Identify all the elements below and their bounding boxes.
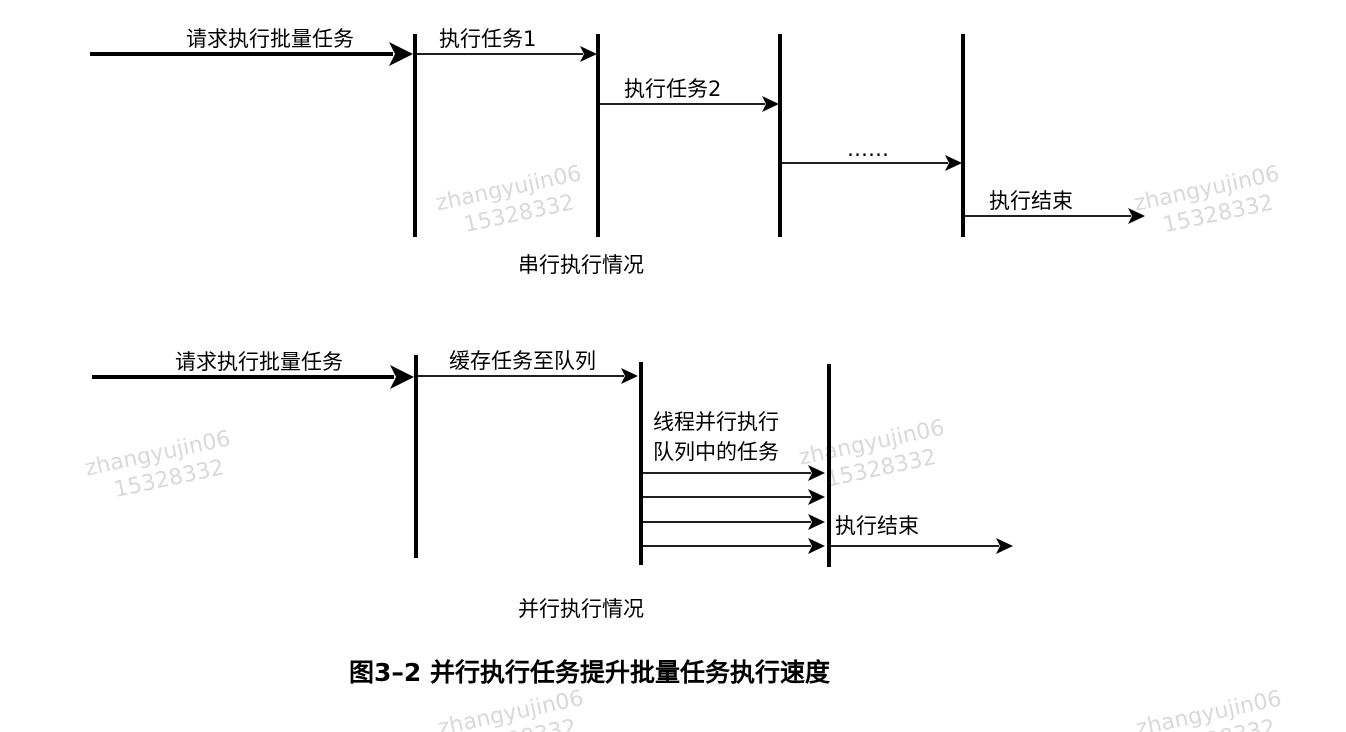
parallel-caption: 并行执行情况 <box>518 597 644 621</box>
parallel-thread-label-line1: 线程并行执行 <box>653 410 779 434</box>
watermark: zhangyujin06 15328332 <box>436 686 586 732</box>
arrow-head-icon <box>389 42 413 66</box>
parallel-diagram: 请求执行批量任务 缓存任务至队列 线程并行执行 队列中的任务 执行结束 并行执行… <box>92 349 1013 621</box>
serial-task2-label: 执行任务2 <box>624 77 721 101</box>
serial-caption: 串行执行情况 <box>518 253 644 277</box>
serial-task1-label: 执行任务1 <box>439 27 536 51</box>
arrow-head-icon <box>621 368 638 384</box>
arrow-head-icon <box>1128 208 1145 224</box>
watermark: zhangyujin06 15328332 <box>434 161 584 238</box>
serial-request-label: 请求执行批量任务 <box>186 27 354 51</box>
parallel-request-label: 请求执行批量任务 <box>175 350 343 374</box>
serial-end-label: 执行结束 <box>989 189 1073 213</box>
serial-ellipsis-label: …… <box>847 137 889 161</box>
arrow-head-icon <box>808 489 825 505</box>
arrow-head-icon <box>996 538 1013 554</box>
arrow-head-icon <box>390 365 414 389</box>
arrow-head-icon <box>945 155 962 171</box>
parallel-end-label: 执行结束 <box>835 514 919 538</box>
serial-diagram: 请求执行批量任务 执行任务1 执行任务2 …… 执行结束 串行执行情况 <box>90 27 1145 277</box>
watermark: zhangyujin06 15328332 <box>83 426 233 503</box>
watermark: zhangyujin06 15328332 <box>797 416 947 493</box>
arrow-head-icon <box>808 514 825 530</box>
watermark: zhangyujin06 15328332 <box>1132 162 1282 239</box>
parallel-cache-label: 缓存任务至队列 <box>449 349 596 373</box>
arrow-head-icon <box>762 96 779 112</box>
arrow-head-icon <box>808 538 825 554</box>
arrow-head-icon <box>808 465 825 481</box>
parallel-thread-label-line2: 队列中的任务 <box>653 440 779 464</box>
figure-title: 图3–2 并行执行任务提升批量任务执行速度 <box>349 658 830 687</box>
arrow-head-icon <box>580 46 597 62</box>
watermark: zhangyujin06 15328332 <box>1134 686 1284 732</box>
